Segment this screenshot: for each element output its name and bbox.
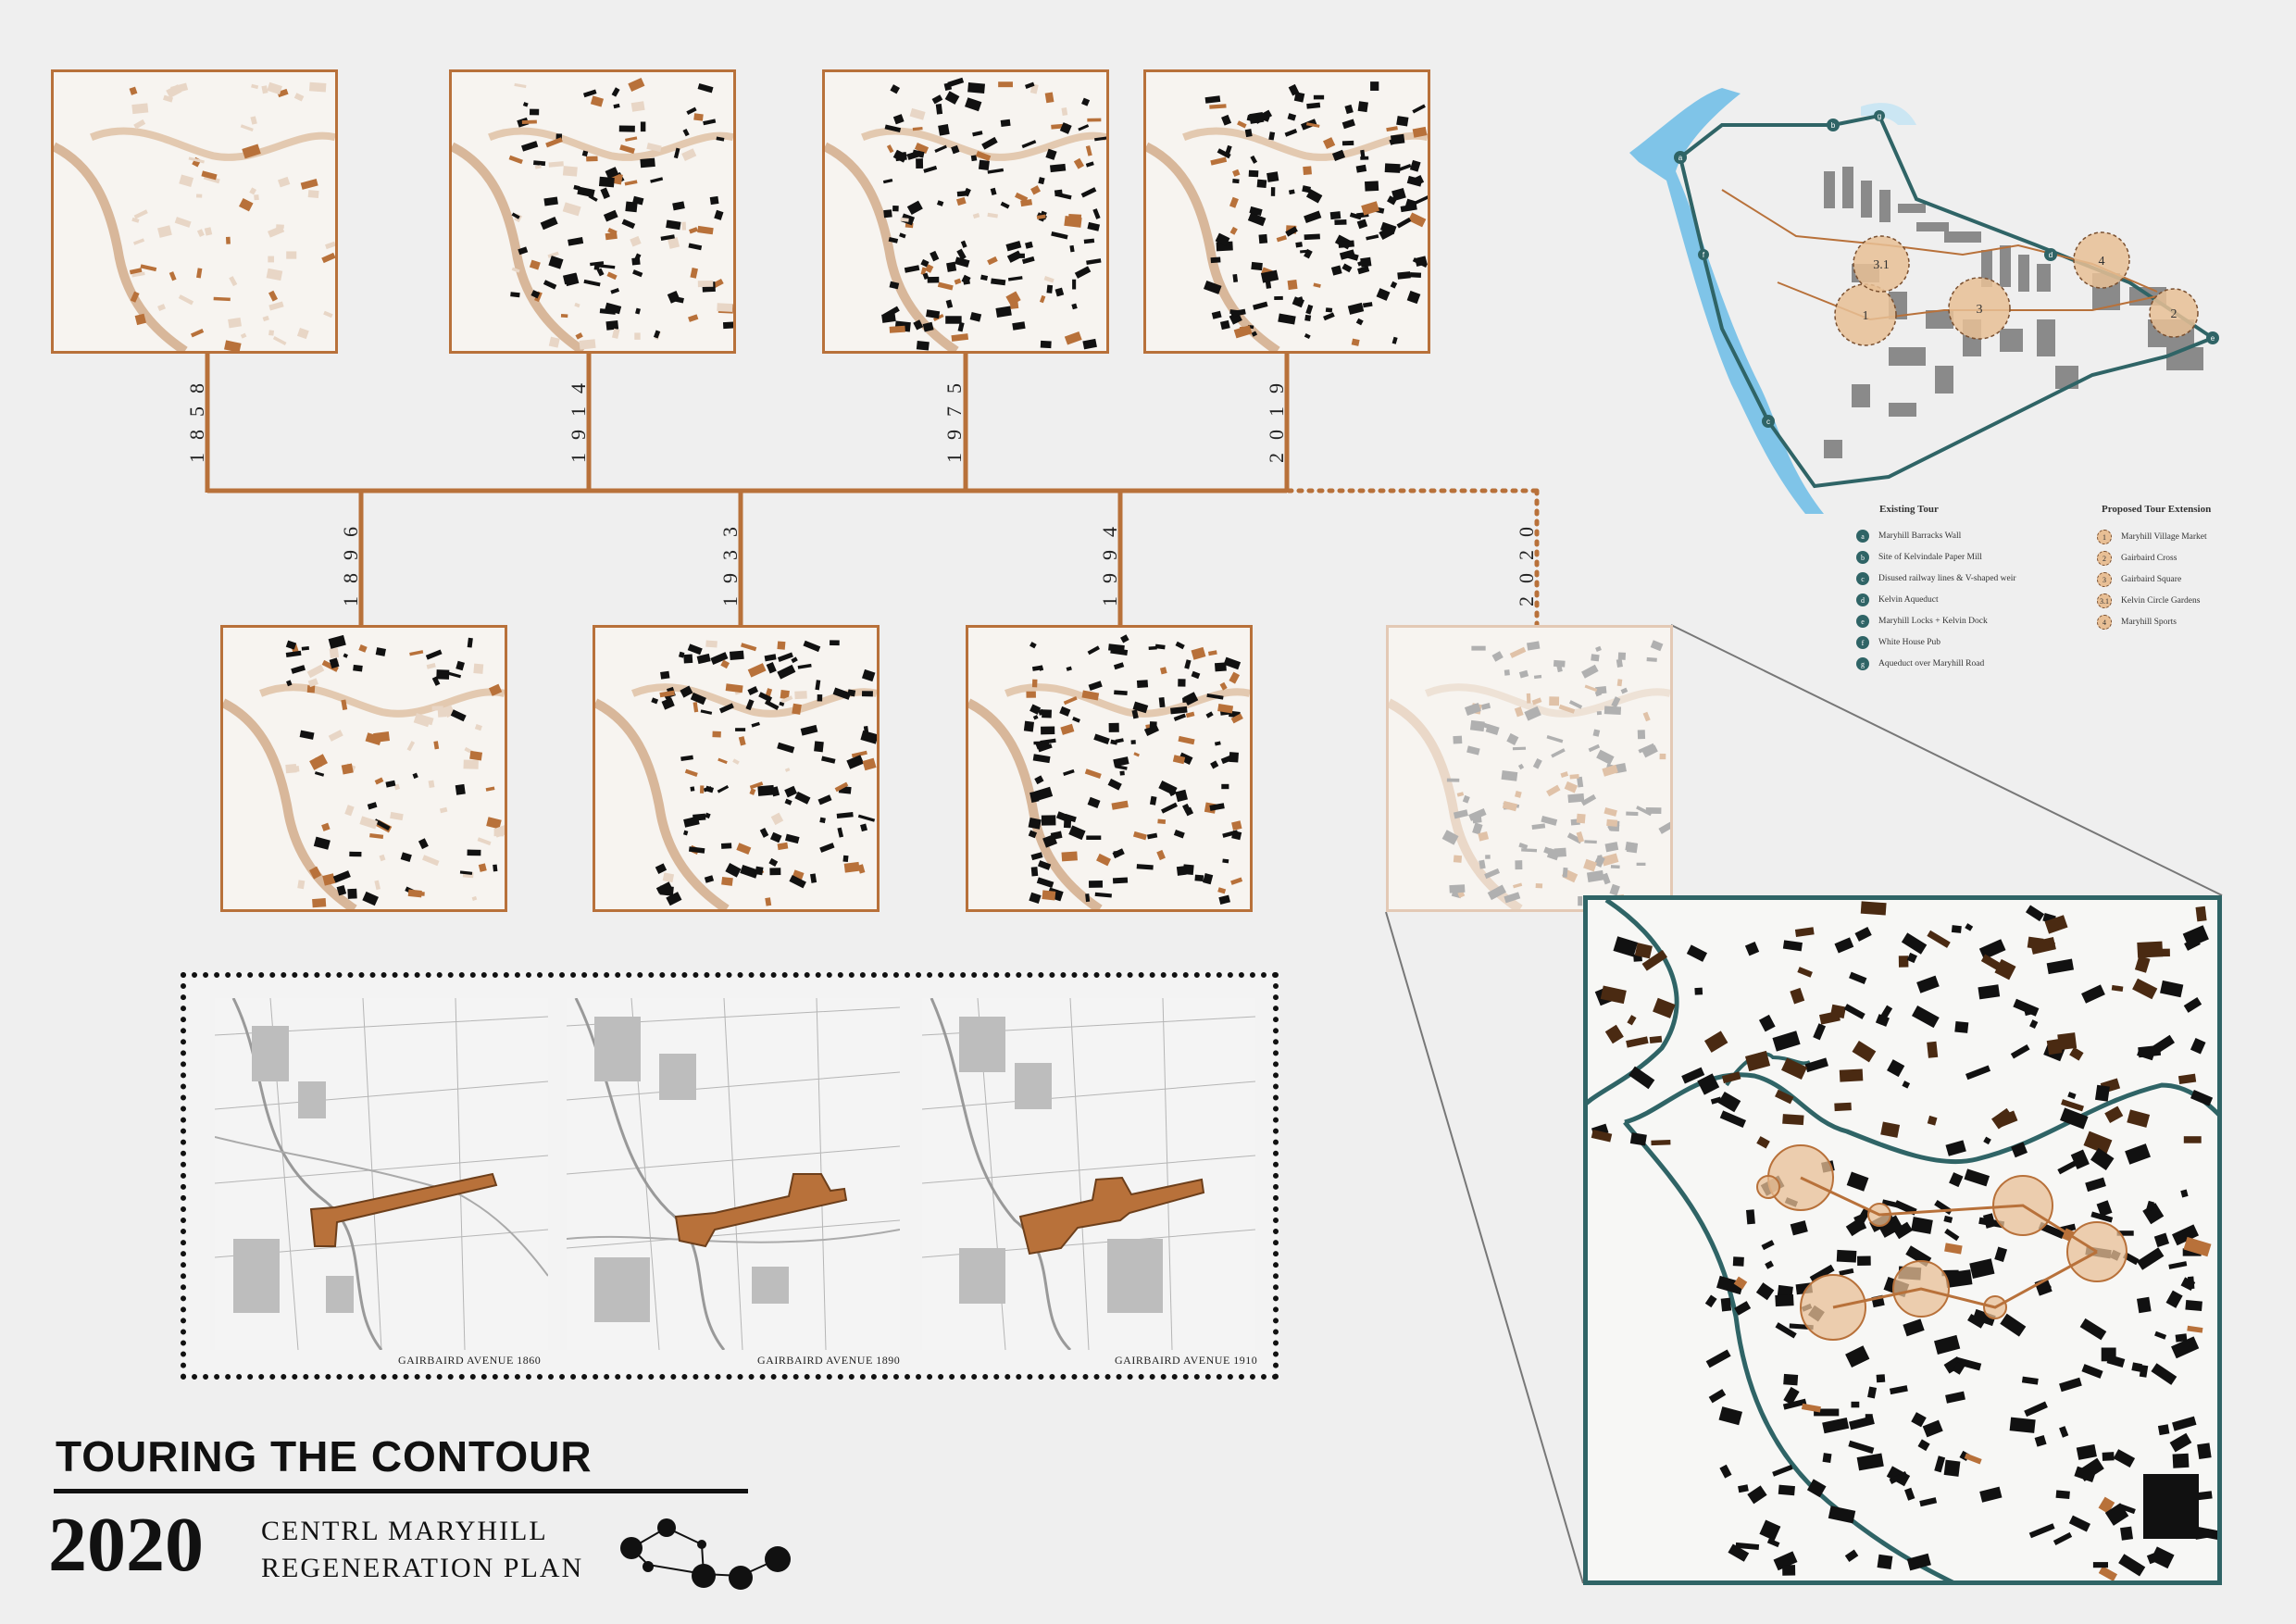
extension-marker-2 bbox=[2149, 288, 2199, 338]
legend-label: Maryhill Locks + Kelvin Dock bbox=[1878, 617, 1988, 626]
legend-item-proposed-3: 3.1 Kelvin Circle Gardens bbox=[2097, 593, 2200, 608]
extension-label-3: 3 bbox=[1977, 303, 1983, 317]
year-label-1858: 1858 bbox=[185, 370, 208, 463]
detail-map-frame bbox=[1583, 895, 2222, 1585]
legend-item-proposed-2: 3 Gairbaird Square bbox=[2097, 572, 2181, 587]
year-label-2019: 2019 bbox=[1265, 370, 1288, 463]
legend-existing-title: Existing Tour bbox=[1879, 504, 1939, 515]
historic-caption-1890: GAIRBAIRD AVENUE 1890 bbox=[757, 1354, 901, 1367]
legend-marker-icon: 1 bbox=[2097, 530, 2112, 544]
constellation-logo-icon bbox=[620, 1518, 791, 1590]
year-label-1914: 1914 bbox=[567, 370, 590, 463]
year-label-1975: 1975 bbox=[942, 370, 966, 463]
legend-item-existing-3: d Kelvin Aqueduct bbox=[1856, 593, 1939, 606]
legend-marker-icon: d bbox=[1856, 593, 1869, 606]
extension-label-1: 1 bbox=[1863, 309, 1869, 323]
legend-item-existing-4: e Maryhill Locks + Kelvin Dock bbox=[1856, 615, 1988, 628]
legend-proposed-title: Proposed Tour Extension bbox=[2102, 504, 2212, 515]
extension-marker-3-1 bbox=[1853, 235, 1910, 293]
legend-marker-icon: a bbox=[1856, 530, 1869, 543]
tour-node-e: e bbox=[2211, 334, 2215, 343]
main-title: TOURING THE CONTOUR bbox=[56, 1432, 593, 1480]
legend-item-proposed-1: 2 Gairbaird Cross bbox=[2097, 551, 2177, 566]
year-label-2020: 2020 bbox=[1515, 514, 1538, 606]
legend-marker-icon: b bbox=[1856, 551, 1869, 564]
legend-marker-icon: c bbox=[1856, 572, 1869, 585]
legend-item-existing-1: b Site of Kelvindale Paper Mill bbox=[1856, 551, 1982, 564]
title-subtitle-line2: REGENERATION PLAN bbox=[261, 1553, 584, 1583]
legend-marker-icon: e bbox=[1856, 615, 1869, 628]
legend-marker-icon: f bbox=[1856, 636, 1869, 649]
legend-label: Kelvin Circle Gardens bbox=[2121, 596, 2201, 606]
gairbaird-avenue-1910-highlight bbox=[1018, 1176, 1205, 1255]
extension-label-4: 4 bbox=[2099, 255, 2105, 269]
legend-item-existing-6: g Aqueduct over Maryhill Road bbox=[1856, 657, 1984, 670]
legend-item-existing-0: a Maryhill Barracks Wall bbox=[1856, 530, 1961, 543]
historic-caption-1910: GAIRBAIRD AVENUE 1910 bbox=[1115, 1354, 1258, 1367]
tour-node-d: d bbox=[2049, 251, 2053, 259]
map-2020 bbox=[1386, 625, 1673, 912]
river-kelvin bbox=[1629, 88, 1824, 514]
historic-caption-1860: GAIRBAIRD AVENUE 1860 bbox=[398, 1354, 542, 1367]
legend-label: Maryhill Sports bbox=[2121, 618, 2177, 627]
legend-label: Maryhill Village Market bbox=[2121, 532, 2207, 542]
tour-node-b: b bbox=[1831, 121, 1836, 130]
extension-marker-3 bbox=[1948, 277, 2011, 340]
historic-map-1910 bbox=[922, 998, 1255, 1350]
legend-label: Disused railway lines & V-shaped weir bbox=[1878, 574, 2016, 583]
tour-node-c: c bbox=[1766, 418, 1770, 426]
year-label-1994: 1994 bbox=[1098, 514, 1121, 606]
legend-marker-icon: 2 bbox=[2097, 551, 2112, 566]
historic-map-1890 bbox=[567, 998, 900, 1350]
legend-label: Site of Kelvindale Paper Mill bbox=[1878, 553, 1982, 562]
gairbaird-avenue-1890-highlight bbox=[674, 1173, 848, 1248]
year-label-1896: 1896 bbox=[339, 514, 362, 606]
extension-marker-4 bbox=[2073, 231, 2130, 289]
detail-map bbox=[1588, 900, 2217, 1580]
extension-label-2: 2 bbox=[2171, 307, 2177, 321]
legend-label: Kelvin Aqueduct bbox=[1878, 595, 1939, 605]
tour-route-map: 1 2 3 3.1 4 a b c d e f g bbox=[1629, 88, 2219, 514]
map-2019 bbox=[1143, 69, 1430, 354]
legend-label: Gairbaird Cross bbox=[2121, 554, 2177, 563]
year-label-1933: 1933 bbox=[718, 514, 742, 606]
title-subtitle-line1: CENTRL MARYHILL bbox=[261, 1516, 548, 1546]
tour-node-f: f bbox=[1703, 251, 1705, 259]
map-1994 bbox=[966, 625, 1253, 912]
legend-label: Maryhill Barracks Wall bbox=[1878, 531, 1962, 541]
legend-marker-icon: 3.1 bbox=[2097, 593, 2112, 608]
map-1975 bbox=[822, 69, 1109, 354]
legend-marker-icon: 3 bbox=[2097, 572, 2112, 587]
historic-map-1860 bbox=[215, 998, 548, 1350]
legend-label: Gairbaird Square bbox=[2121, 575, 2182, 584]
gairbaird-avenue-1860-highlight bbox=[309, 1172, 498, 1247]
tour-node-g: g bbox=[1878, 112, 1881, 120]
extension-label-3-1: 3.1 bbox=[1873, 258, 1890, 272]
map-1933 bbox=[593, 625, 880, 912]
legend-label: Aqueduct over Maryhill Road bbox=[1878, 659, 1985, 668]
title-year: 2020 bbox=[48, 1502, 204, 1588]
map-1914 bbox=[449, 69, 736, 354]
legend-item-existing-5: f White House Pub bbox=[1856, 636, 1940, 649]
legend-item-existing-2: c Disused railway lines & V-shaped weir bbox=[1856, 572, 2016, 585]
map-1896 bbox=[220, 625, 507, 912]
title-underline bbox=[54, 1489, 748, 1493]
legend-label: White House Pub bbox=[1878, 638, 1941, 647]
legend-marker-icon: 4 bbox=[2097, 615, 2112, 630]
legend-item-proposed-4: 4 Maryhill Sports bbox=[2097, 615, 2177, 630]
map-1858 bbox=[51, 69, 338, 354]
legend-marker-icon: g bbox=[1856, 657, 1869, 670]
existing-tour-route bbox=[1678, 113, 2217, 489]
tour-node-a: a bbox=[1678, 154, 1683, 162]
legend-item-proposed-0: 1 Maryhill Village Market bbox=[2097, 530, 2207, 544]
